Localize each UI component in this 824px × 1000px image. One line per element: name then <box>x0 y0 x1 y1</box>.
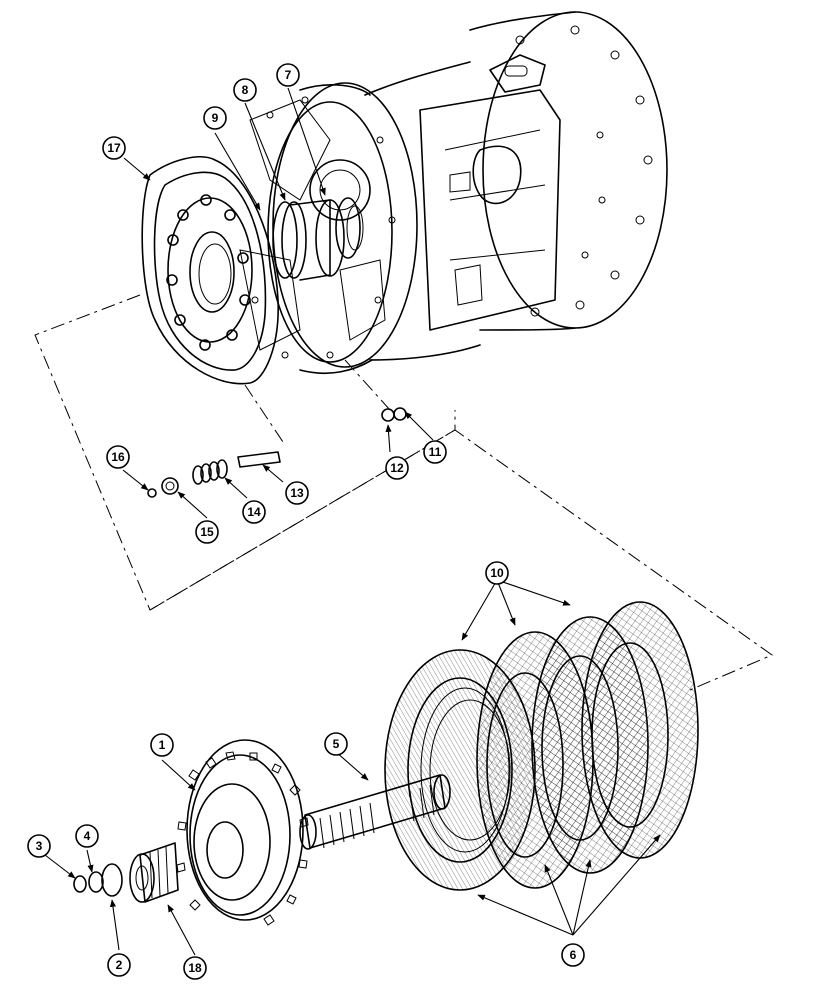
seal-rings <box>272 197 364 281</box>
centerline-pin <box>344 359 391 411</box>
svg-text:5: 5 <box>333 737 340 751</box>
svg-text:9: 9 <box>212 111 219 125</box>
callout-12: 12 <box>385 456 409 480</box>
svg-text:4: 4 <box>84 829 91 843</box>
svg-text:13: 13 <box>290 486 304 500</box>
svg-text:1: 1 <box>159 738 166 752</box>
svg-text:3: 3 <box>36 839 43 853</box>
svg-text:7: 7 <box>285 68 292 82</box>
svg-text:2: 2 <box>116 958 123 972</box>
svg-text:18: 18 <box>188 961 202 975</box>
svg-text:14: 14 <box>247 505 261 519</box>
callout-10: 10 <box>485 561 509 585</box>
clutch-piston-17 <box>141 156 279 385</box>
callout-7: 7 <box>276 63 300 87</box>
snap-rings <box>73 863 123 897</box>
leader-lines <box>44 87 661 956</box>
centerline-lower <box>149 429 774 691</box>
callout-13: 13 <box>285 481 309 505</box>
callout-14: 14 <box>242 500 266 524</box>
svg-text:8: 8 <box>242 83 249 97</box>
spring-assembly <box>147 407 407 498</box>
callout-5: 5 <box>324 732 348 756</box>
centerline-upper <box>34 294 456 611</box>
clutch-disc-pack <box>384 601 699 891</box>
callout-11: 11 <box>423 440 447 464</box>
svg-text:10: 10 <box>490 566 504 580</box>
callout-4: 4 <box>75 824 99 848</box>
svg-text:12: 12 <box>390 461 404 475</box>
callout-6: 6 <box>561 943 585 967</box>
callout-15: 15 <box>195 520 219 544</box>
callout-18: 18 <box>183 956 207 980</box>
centerline-spring <box>244 384 286 446</box>
transmission-housing <box>239 11 668 374</box>
callout-2: 2 <box>107 953 131 977</box>
shaft-5 <box>299 774 451 850</box>
svg-text:6: 6 <box>570 948 577 962</box>
svg-text:15: 15 <box>200 525 214 539</box>
callout-8: 8 <box>233 78 257 102</box>
callout-1: 1 <box>150 733 174 757</box>
gear-18 <box>129 842 179 903</box>
callout-16: 16 <box>106 445 130 469</box>
callout-3: 3 <box>27 834 51 858</box>
callout-17: 17 <box>102 136 126 160</box>
svg-text:16: 16 <box>111 450 125 464</box>
gear-carrier-1 <box>176 739 309 926</box>
svg-text:17: 17 <box>107 141 121 155</box>
callout-9: 9 <box>203 106 227 130</box>
svg-text:11: 11 <box>429 445 442 459</box>
